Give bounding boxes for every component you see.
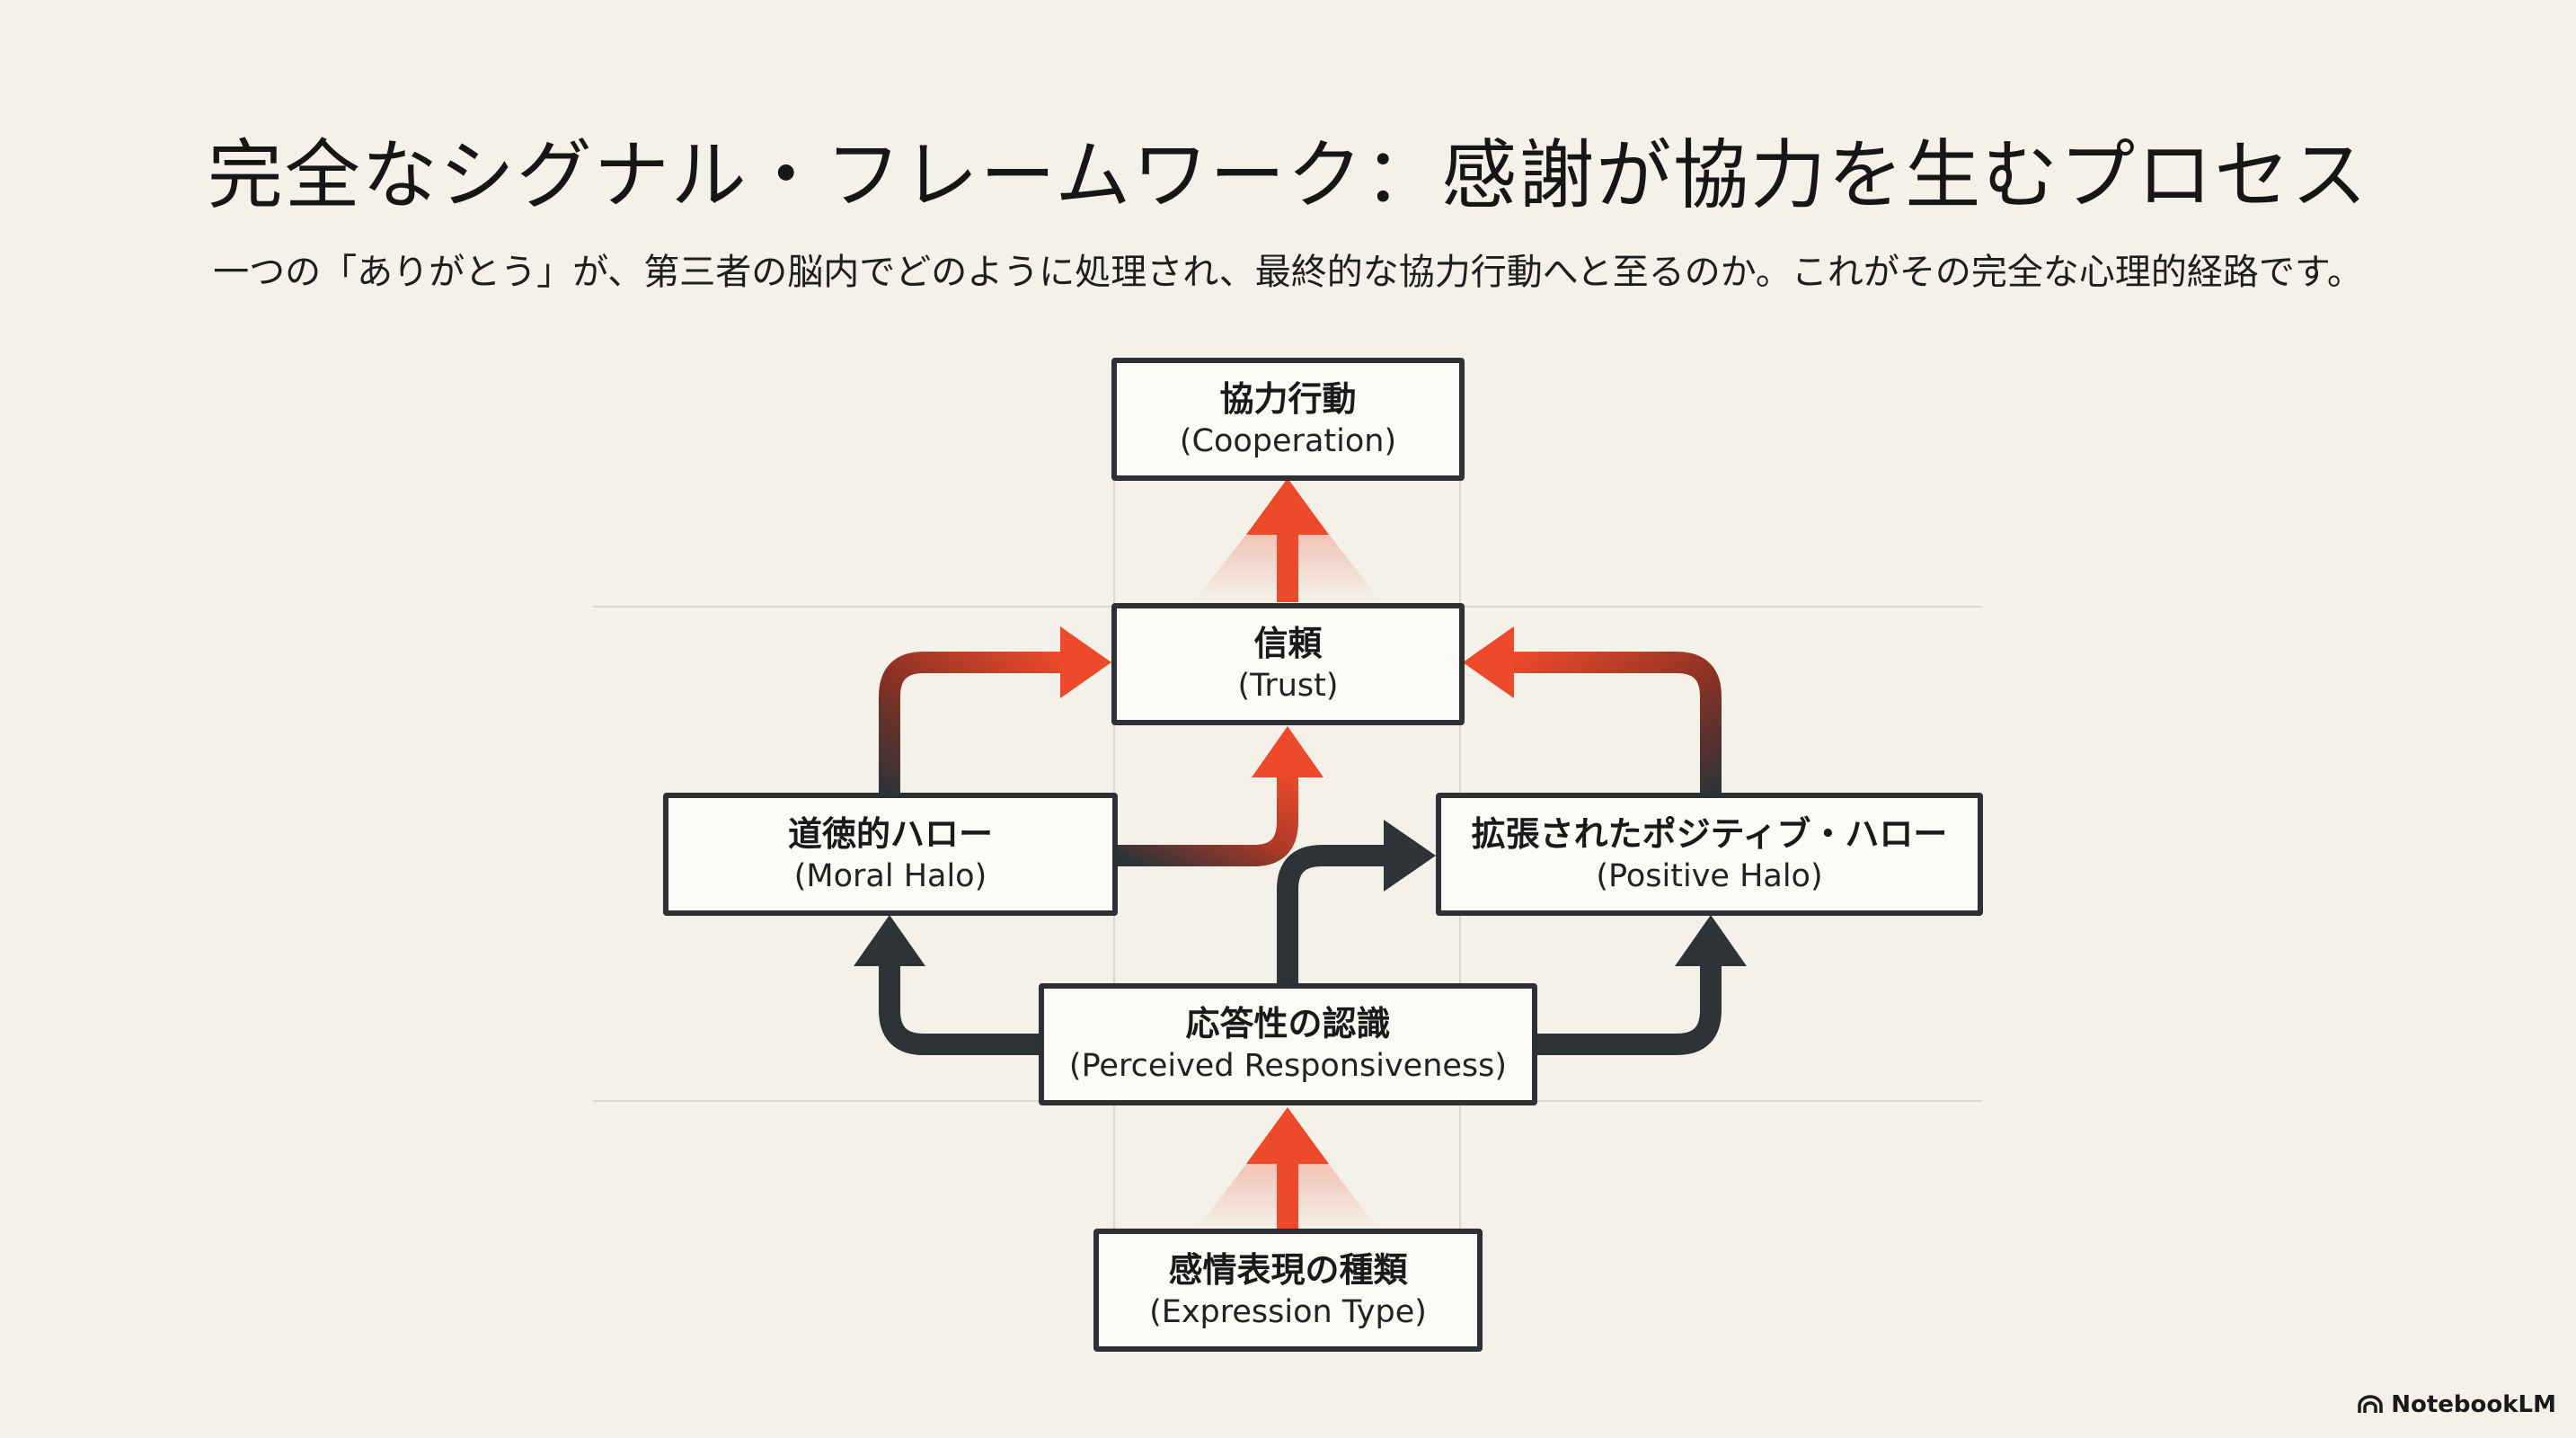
node-moral-halo-sublabel: (Moral Halo) <box>793 857 987 894</box>
notebooklm-logo-icon <box>2358 1395 2383 1413</box>
node-cooperation: 協力行動 (Cooperation) <box>1111 358 1465 481</box>
arrow-trust-to-cooperation <box>1195 478 1380 602</box>
node-cooperation-label: 協力行動 <box>1219 378 1357 419</box>
node-cooperation-sublabel: (Cooperation) <box>1179 422 1397 459</box>
arrow-responsiveness-to-positive-halo <box>1535 915 1747 1055</box>
node-responsiveness-label: 応答性の認識 <box>1185 1004 1391 1043</box>
arrow-moral-halo-to-trust <box>879 626 1111 794</box>
arrow-responsiveness-to-moral-halo <box>854 915 1042 1055</box>
node-moral-halo: 道徳的ハロー (Moral Halo) <box>663 793 1118 916</box>
node-positive-halo-label: 拡張されたポジティブ・ハロー <box>1471 813 1948 854</box>
notebooklm-brand: NotebookLM <box>2357 1391 2556 1418</box>
arrow-positive-halo-to-trust <box>1463 626 1722 794</box>
node-moral-halo-label: 道徳的ハロー <box>787 813 993 854</box>
node-responsiveness: 応答性の認識 (Perceived Responsiveness) <box>1039 983 1537 1105</box>
node-trust-sublabel: (Trust) <box>1237 668 1339 704</box>
node-trust: 信頼 (Trust) <box>1111 603 1465 725</box>
node-expression-label: 感情表現の種類 <box>1168 1249 1408 1290</box>
node-positive-halo-sublabel: (Positive Halo) <box>1596 857 1823 894</box>
node-expression: 感情表現の種類 (Expression Type) <box>1093 1229 1483 1352</box>
arrow-moral-halo-to-trust-curved <box>1118 726 1323 866</box>
brand-label: NotebookLM <box>2391 1391 2556 1418</box>
page-title: 完全なシグナル・フレームワーク：感謝が協力を生むプロセス <box>207 131 2369 219</box>
arrow-expression-to-responsiveness <box>1195 1107 1380 1231</box>
node-responsiveness-sublabel: (Perceived Responsiveness) <box>1068 1048 1508 1084</box>
node-positive-halo: 拡張されたポジティブ・ハロー (Positive Halo) <box>1436 793 1983 916</box>
arrow-responsiveness-up-to-positive-halo <box>1277 820 1436 987</box>
page-subtitle: 一つの「ありがとう」が、第三者の脳内でどのように処理され、最終的な協力行動へと至… <box>213 252 2363 293</box>
node-expression-sublabel: (Expression Type) <box>1149 1293 1427 1330</box>
node-trust-label: 信頼 <box>1253 624 1323 663</box>
